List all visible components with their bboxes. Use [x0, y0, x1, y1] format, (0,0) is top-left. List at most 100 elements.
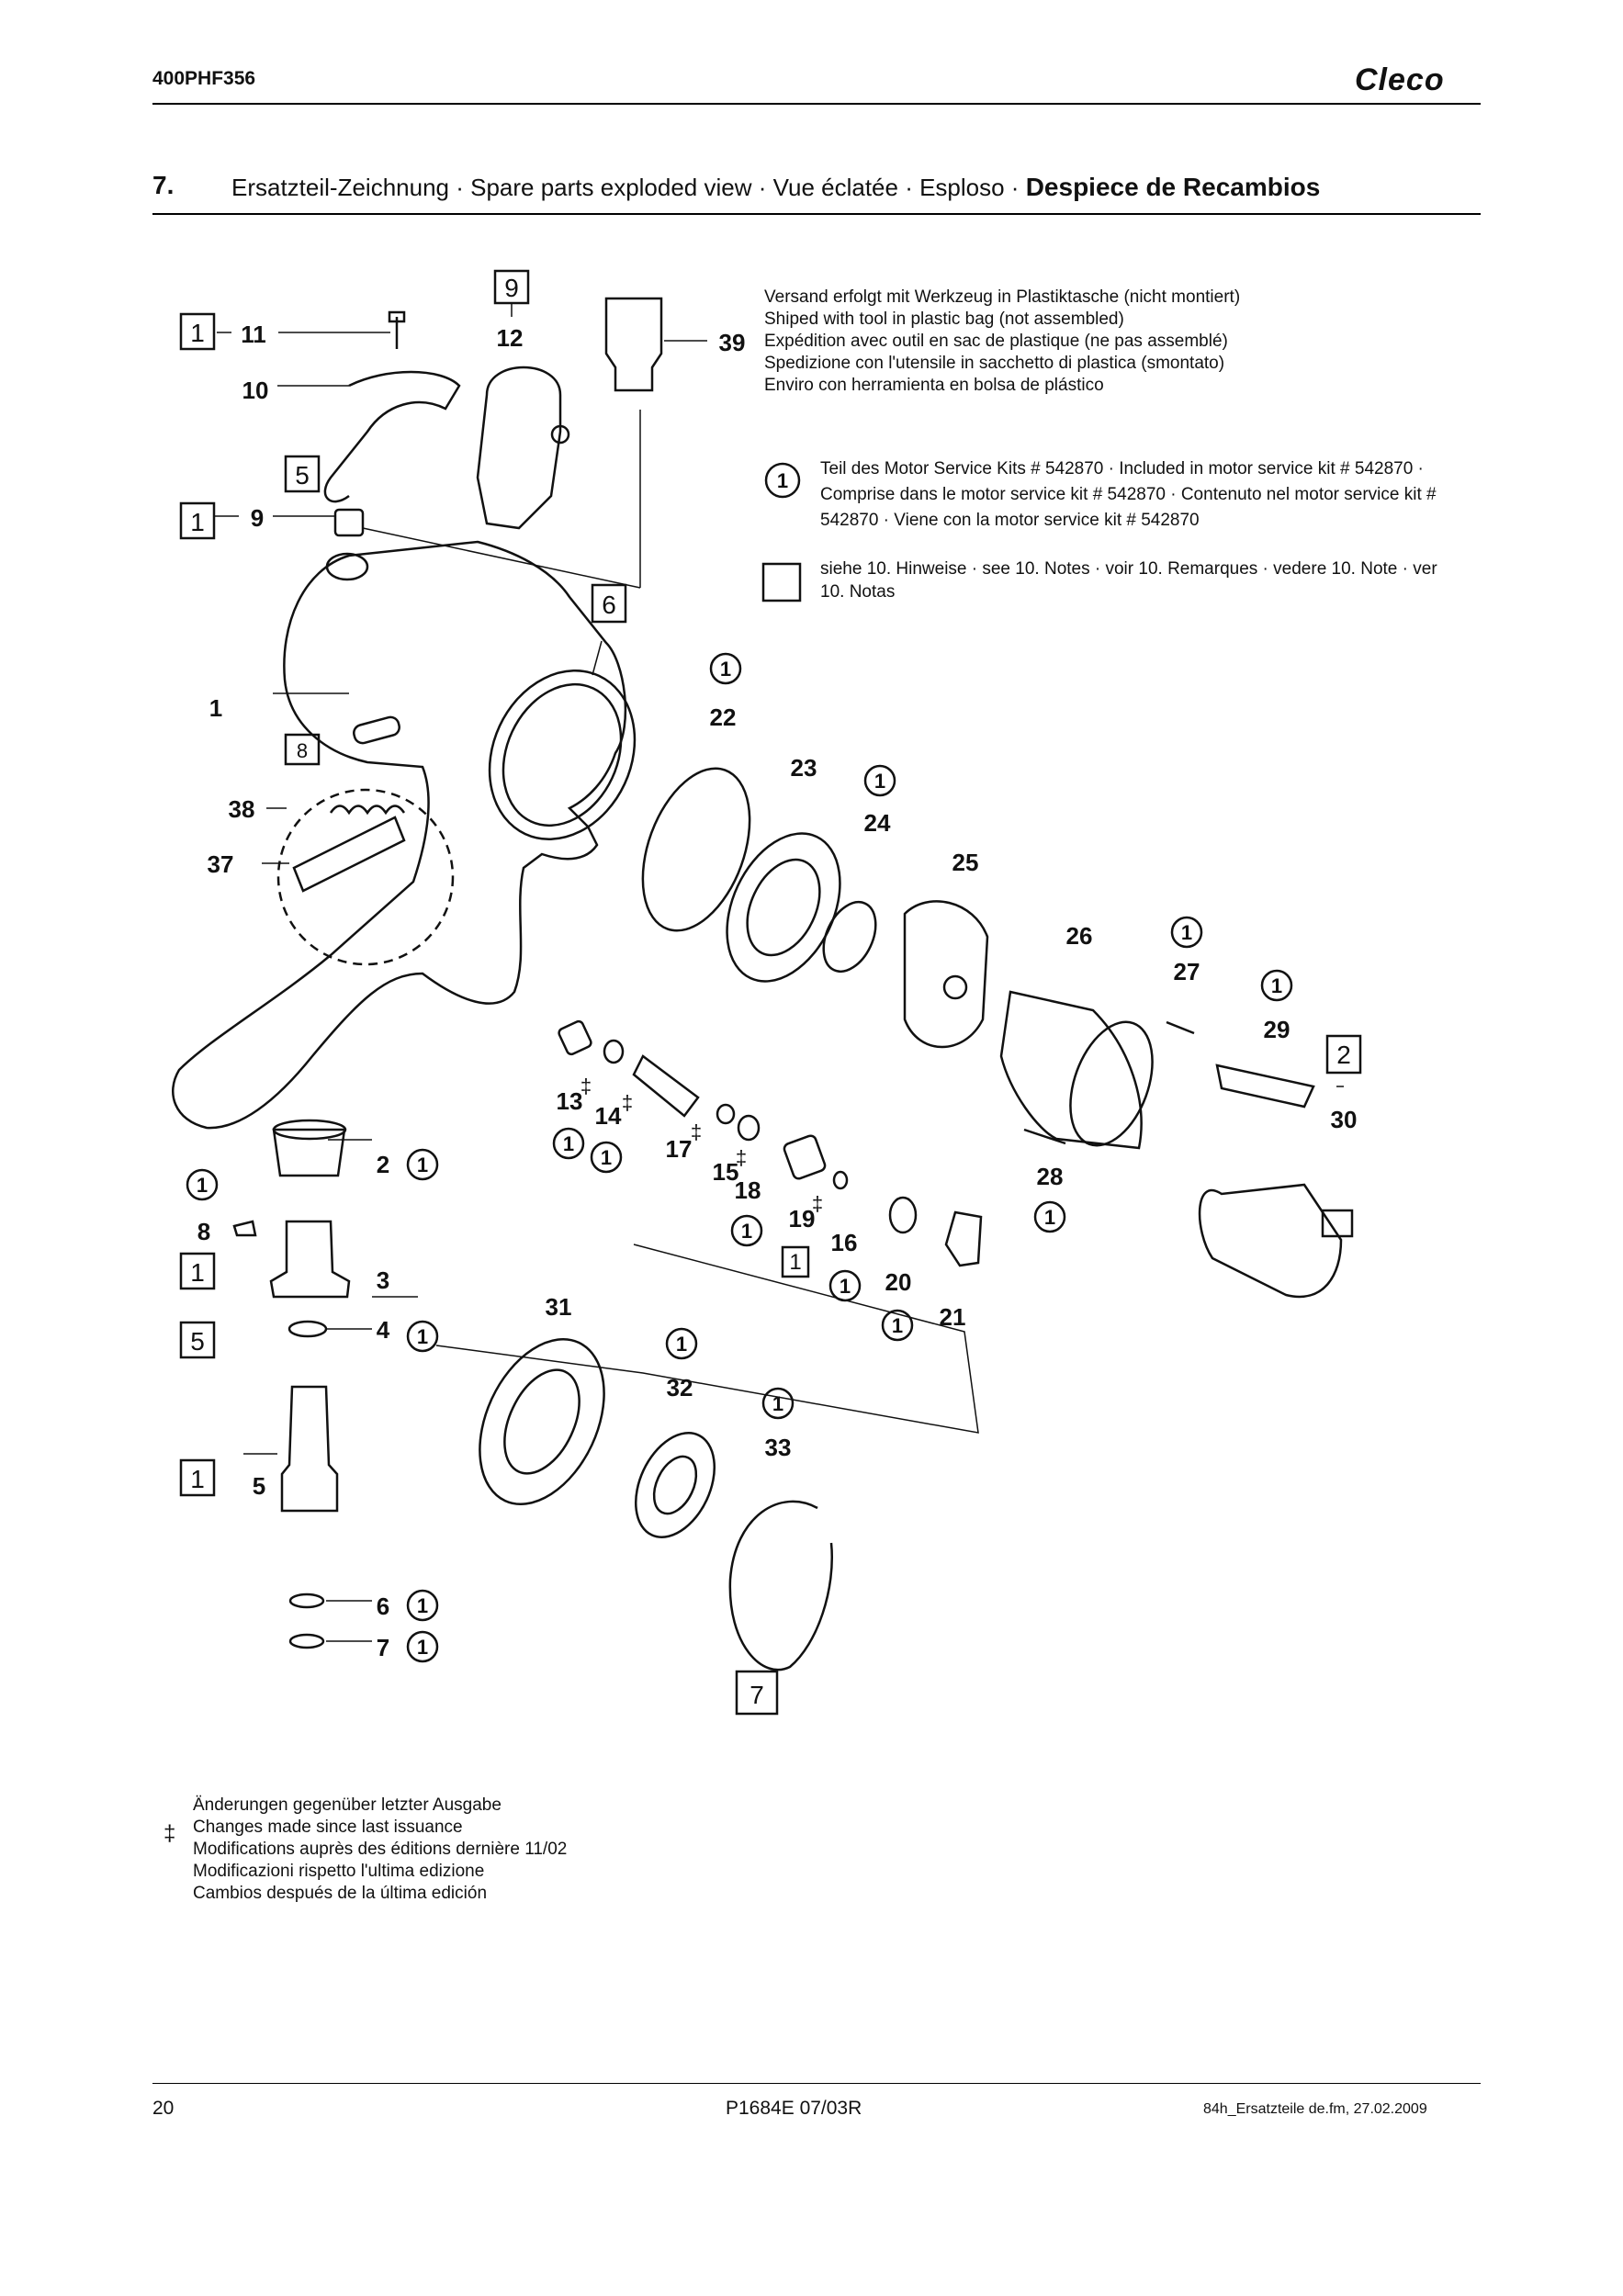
note-box-label: 1	[190, 508, 205, 536]
part-12-hanger	[476, 366, 562, 530]
part-label: 11	[241, 321, 266, 348]
part-3-nut	[269, 1220, 351, 1299]
note-box-label: 1	[190, 1465, 205, 1493]
part-label: 8	[197, 1218, 210, 1245]
shipping-line: Shiped with tool in plastic bag (not ass…	[764, 310, 1124, 329]
svg-text:1: 1	[197, 1174, 208, 1197]
shipping-line: Versand erfolgt mit Werkzeug in Plastikt…	[764, 287, 1241, 307]
document-code: 400PHF356	[152, 68, 256, 89]
part-label: 37	[208, 850, 234, 878]
note-box-label: 7	[750, 1681, 764, 1709]
part-6-washer	[288, 1593, 325, 1609]
part-31-endcap	[479, 1337, 605, 1506]
part-label: 9	[251, 504, 264, 532]
shipping-note: Versand erfolgt mit Werkzeug in Plastikt…	[764, 287, 1240, 397]
part-label: 19	[789, 1205, 816, 1232]
part-30-rotor	[1198, 1183, 1343, 1299]
throttle-lever	[292, 816, 406, 893]
note-box-label: 8	[297, 739, 308, 762]
svg-text:1: 1	[417, 1325, 428, 1348]
dagger-mark: ‡	[580, 1075, 592, 1097]
shipping-line: Spedizione con l'utensile in sacchetto d…	[764, 354, 1225, 373]
changes-note: Änderungen gegenüber letzter Ausgabe Cha…	[193, 1795, 567, 1905]
part-label: 28	[1037, 1163, 1064, 1190]
part-2-cap	[272, 1128, 346, 1177]
shipping-line: Expédition avec outil en sac de plastiqu…	[764, 332, 1228, 351]
footer-rule	[152, 2083, 1481, 2084]
part-label: 4	[377, 1316, 390, 1344]
legend-notes-box	[761, 562, 802, 602]
svg-text:1: 1	[1181, 921, 1192, 944]
dagger-mark: ‡	[691, 1120, 702, 1143]
part-28-pin	[1023, 1128, 1066, 1145]
svg-text:1: 1	[417, 1154, 428, 1176]
part-7-clip	[288, 1633, 325, 1649]
part-24-bearing	[822, 900, 877, 974]
part-30-shaft	[1321, 1209, 1354, 1238]
svg-text:1: 1	[1044, 1206, 1055, 1229]
dagger-mark: ‡	[622, 1091, 633, 1114]
housing-front-bore	[502, 682, 623, 827]
housing-top-port	[325, 552, 369, 581]
part-label: 32	[667, 1374, 693, 1401]
file-reference: 84h_Ersatzteile de.fm, 27.02.2009	[1203, 2101, 1427, 2117]
svg-text:1: 1	[720, 658, 731, 681]
part-27-pin	[1166, 1020, 1195, 1035]
section-number: 7.	[152, 171, 175, 199]
legend-kit-circle	[764, 462, 801, 499]
part-label: 12	[497, 324, 524, 352]
part-17-valve-stem	[632, 1054, 700, 1118]
kit-legend-text: Teil des Motor Service Kits # 542870 · I…	[820, 459, 1437, 530]
part-label: 3	[377, 1266, 389, 1294]
svg-text:1: 1	[772, 1392, 783, 1415]
part-label: 18	[735, 1176, 761, 1204]
dagger-mark: ‡	[812, 1192, 823, 1215]
cleco-logo: Cleco	[1355, 62, 1445, 97]
throttle-spring	[329, 805, 406, 816]
part-label: 17	[666, 1135, 693, 1163]
part-label: 22	[710, 703, 737, 731]
throttle-detail-circle	[276, 788, 455, 966]
part-20-oring	[888, 1196, 918, 1234]
part-label: 15	[713, 1158, 739, 1186]
changes-line: Modifications auprès des éditions derniè…	[193, 1840, 568, 1859]
part-label: 14	[595, 1102, 622, 1130]
part-15-oring	[716, 1103, 736, 1125]
changes-line: Änderungen gegenüber letzter Ausgabe	[193, 1795, 502, 1815]
part-label: 20	[885, 1268, 912, 1296]
part-26-cylinder	[999, 990, 1143, 1150]
part-4-oring	[287, 1320, 328, 1338]
svg-text:1: 1	[601, 1146, 612, 1169]
changes-line: Cambios después de la última edición	[193, 1884, 488, 1903]
section-title: Ersatzteil-Zeichnung · Spare parts explo…	[231, 173, 1320, 202]
part-label: 29	[1264, 1016, 1291, 1043]
part-label: 39	[719, 329, 746, 356]
svg-text:1: 1	[1271, 974, 1282, 997]
note-box-label: 5	[190, 1327, 205, 1356]
part-21-filter	[944, 1210, 983, 1267]
part-label: 6	[377, 1593, 389, 1620]
housing-front-ring	[488, 670, 637, 840]
part-29-vane	[1215, 1064, 1315, 1109]
part-39-fitting	[604, 297, 663, 392]
part-label: 21	[940, 1303, 966, 1331]
part-12-hole	[550, 424, 570, 445]
kit-circle-label: 1	[777, 469, 788, 492]
part-label: 7	[377, 1634, 389, 1661]
svg-text:1: 1	[874, 770, 885, 793]
part-18-oring	[737, 1114, 761, 1142]
note-box-label: 2	[1336, 1041, 1351, 1069]
section-rule	[152, 213, 1481, 215]
section-title-bold: Despiece de Recambios	[1025, 173, 1321, 201]
changes-dagger: ‡	[163, 1821, 176, 1846]
part-label: 13	[557, 1087, 583, 1115]
note-box-label: 1	[190, 319, 205, 347]
part-5-anvil	[280, 1385, 339, 1513]
assembly-outline	[435, 1244, 979, 1434]
part-10-deflector	[323, 370, 461, 503]
changes-line: Modificazioni rispetto l'ultima edizione	[193, 1862, 485, 1881]
section-title-text: Ersatzteil-Zeichnung · Spare parts explo…	[231, 174, 1020, 201]
note-box-label: 1	[190, 1258, 205, 1287]
part-label: 30	[1331, 1106, 1358, 1133]
